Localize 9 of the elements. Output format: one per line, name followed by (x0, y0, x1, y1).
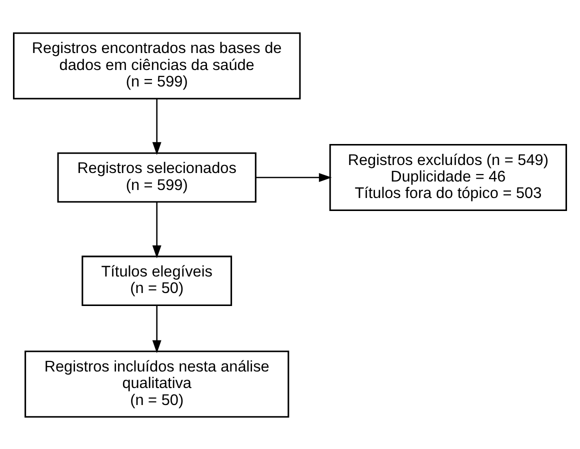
arrow (152, 98, 162, 155)
node-box: Registros excluídos (n = 549) Duplicidade = 46 Títulos fora do tópico = 503 (329, 144, 568, 211)
arrow (152, 202, 162, 258)
node-box: Títulos elegíveis (n = 50) (82, 255, 232, 306)
node-box: Registros selecionados (n = 599) (57, 152, 256, 202)
node-box: Registros incluídos nesta análise qualitativa (n = 50) (24, 350, 290, 418)
node-box: Registros encontrados nas bases de dados em ciências da saúde (n = 599) (12, 32, 301, 99)
arrow (256, 172, 332, 182)
arrow (152, 304, 162, 353)
